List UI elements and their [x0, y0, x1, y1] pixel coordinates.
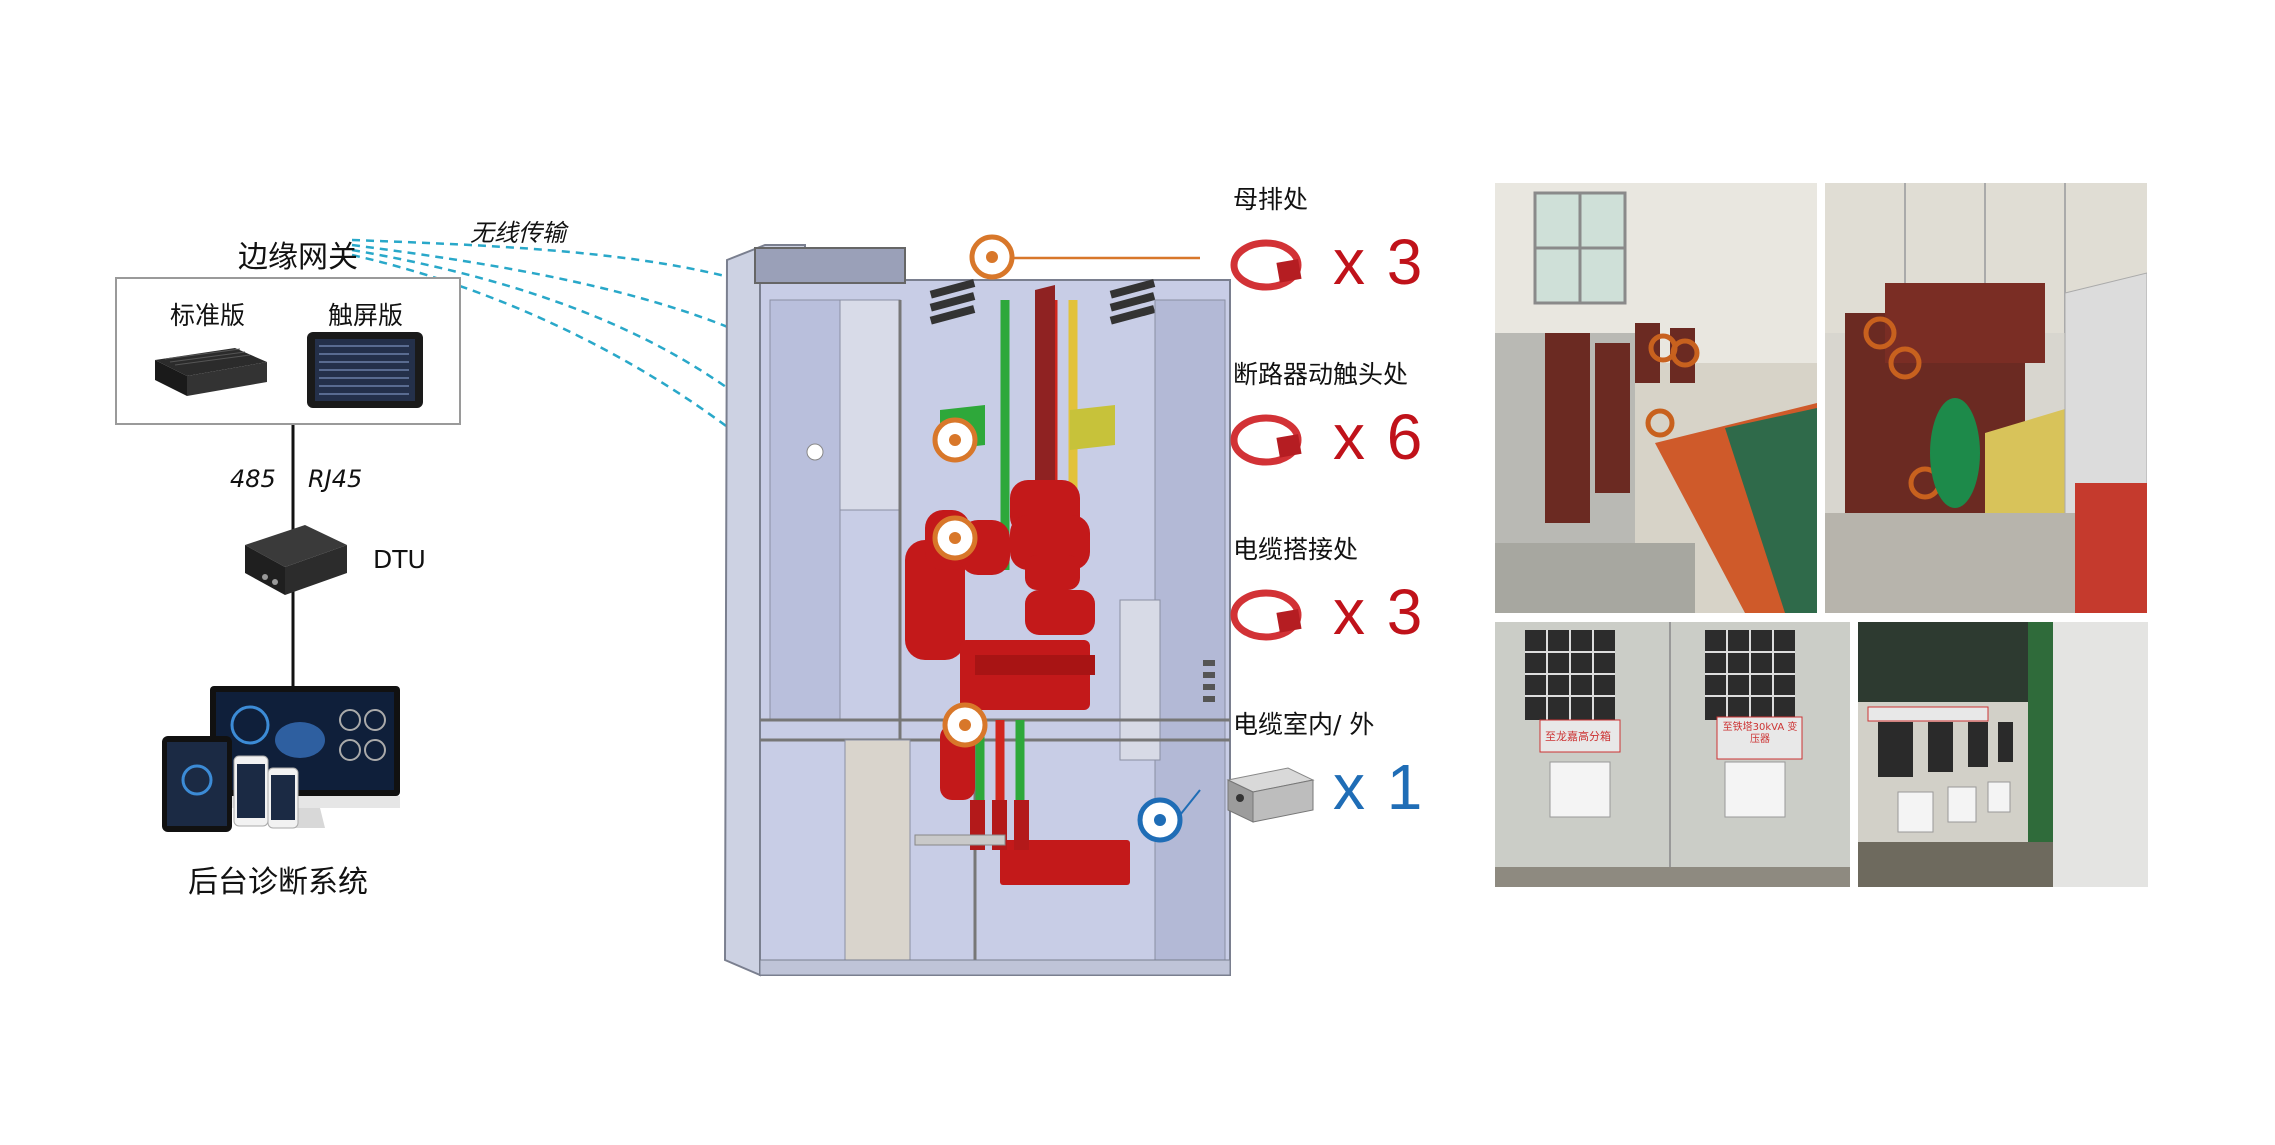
link-rj45-label: RJ45 [308, 465, 363, 493]
photo-breaker-closeup [1825, 183, 2147, 613]
callout-count-breaker: x 6 [1333, 401, 1425, 473]
ring-sensor-icon [1230, 239, 1302, 291]
callout-label-busbar: 母排处 [1233, 185, 1309, 214]
callout-label-breaker: 断路器动触头处 [1233, 360, 1409, 389]
ring-sensor-icon [1230, 589, 1302, 641]
callout-label-cable-room: 电缆室内/ 外 [1233, 710, 1375, 739]
callout-count-busbar: x 3 [1333, 226, 1425, 298]
dtu-label: DTU [373, 545, 426, 574]
link-485-label: 485 [230, 465, 276, 493]
photo-outdoor-row [1858, 622, 2148, 887]
photo-outdoor-cabinet: 至龙嘉高分箱 至铁塔30kVA 变压器 [1495, 622, 1850, 887]
edge-gateway-label: 边缘网关 [238, 240, 358, 275]
sign-label-2: 至铁塔30kVA 变压器 [1722, 722, 1798, 745]
photo-switchgear-hall [1495, 183, 1817, 613]
ring-sensor-icon [1230, 414, 1302, 466]
callout-count-cable-room: x 1 [1333, 751, 1425, 823]
callout-count-cable-joint: x 3 [1333, 576, 1425, 648]
sign-label-1: 至龙嘉高分箱 [1545, 730, 1611, 743]
standard-gateway-device [155, 348, 267, 396]
touch-version-label: 触屏版 [328, 301, 404, 330]
backend-label: 后台诊断系统 [188, 865, 368, 900]
standard-version-label: 标准版 [170, 301, 246, 330]
wireless-label: 无线传输 [470, 219, 566, 247]
touch-gateway-device [307, 332, 423, 408]
dtu-device [245, 525, 347, 595]
callout-label-cable-joint: 电缆搭接处 [1233, 535, 1359, 564]
ambient-sensor-icon [1226, 767, 1315, 823]
backend-devices [162, 686, 400, 832]
